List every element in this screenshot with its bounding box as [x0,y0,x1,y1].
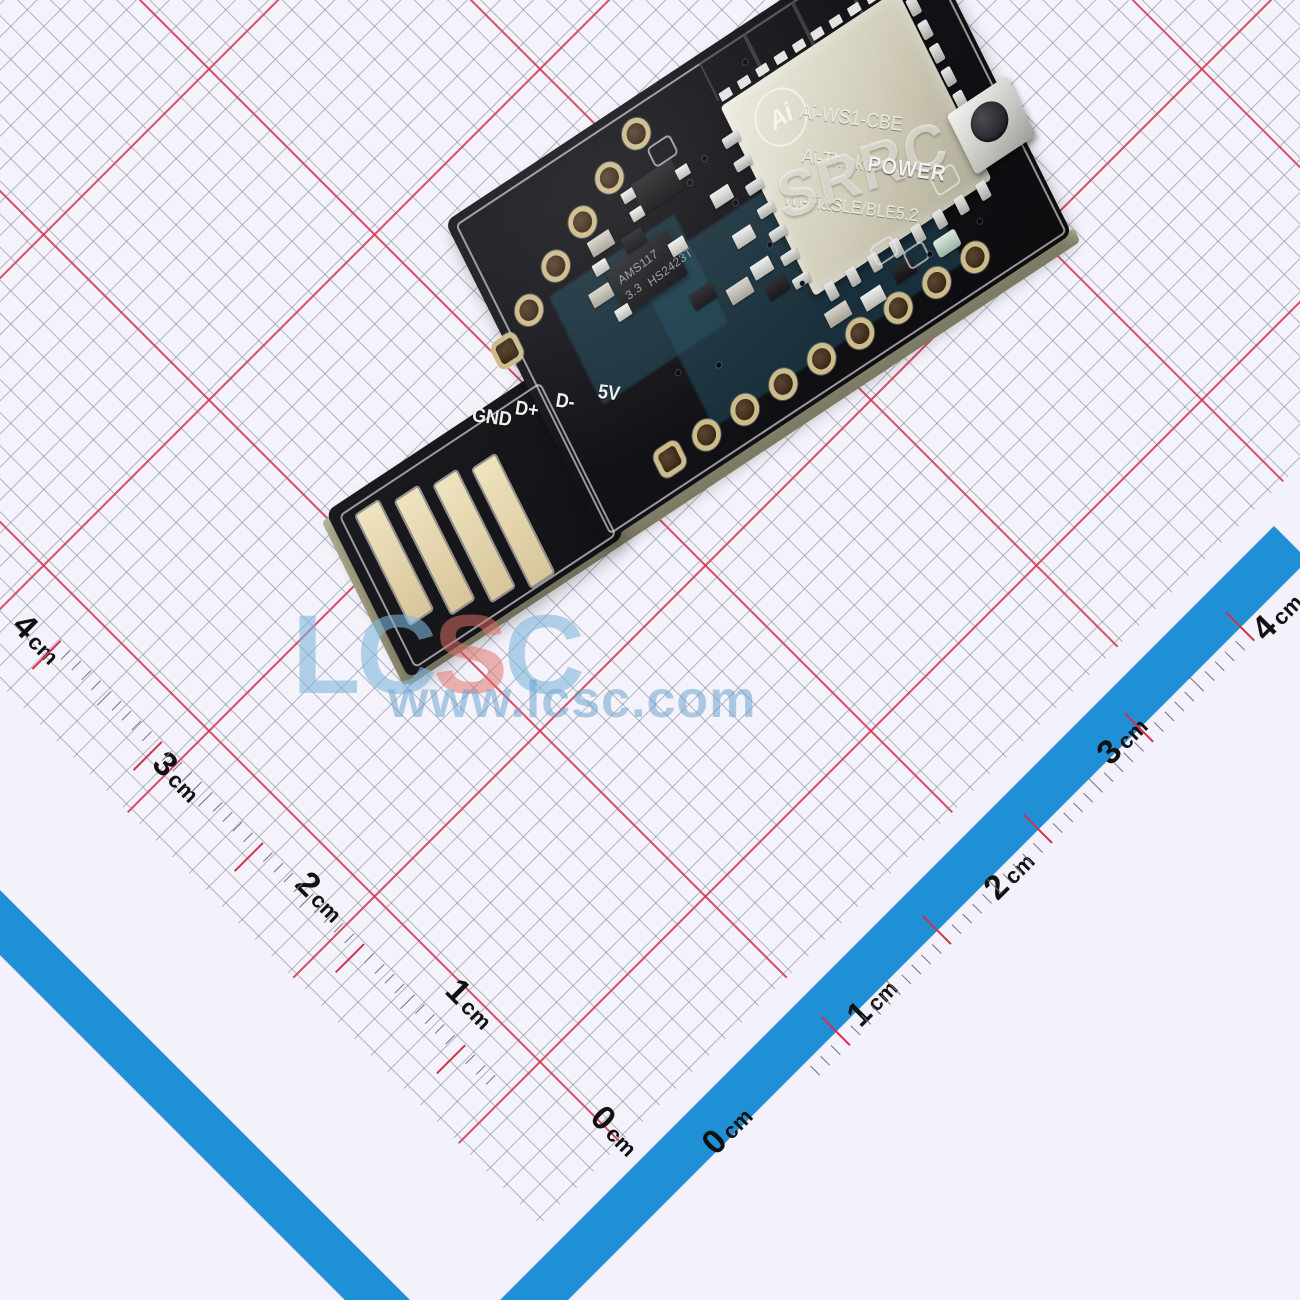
ai-logo-icon: Ai [745,76,817,158]
power-button-cap[interactable] [964,93,1015,150]
pcb-board: Ai Ai-WS1-CBE Ai-Thinker Wi-Fi&SLE/BLE5.… [321,0,1195,935]
usb-label-dminus: D- [554,389,577,415]
usb-label-5v: 5V [596,380,622,406]
